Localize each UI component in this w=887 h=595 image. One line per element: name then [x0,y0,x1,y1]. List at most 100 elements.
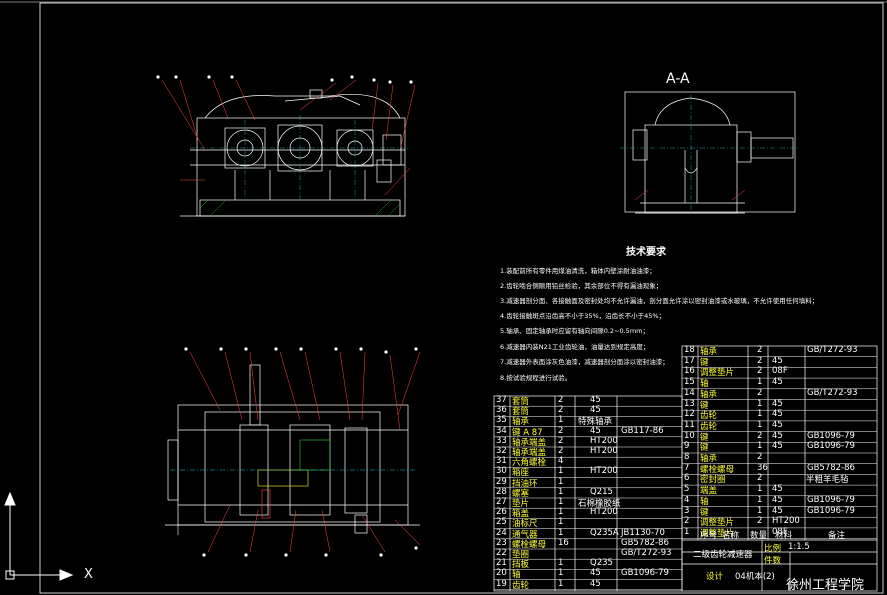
bom-cell-no: 7 [684,462,690,473]
bom-cell-name: 通气器 [512,529,538,540]
bom-cell-qty: 1 [757,419,763,430]
bom-cell-name: 轴承 [512,417,530,428]
scale-value: 1:1.5 [788,542,810,552]
bom-cell-std: GB117-86 [621,425,664,436]
bom-cell-name: 轴承 [700,347,718,357]
bom-cell-no: 26 [496,507,507,518]
bom-cell-no: 10 [684,430,695,441]
bom-cell-qty: 1 [558,497,564,507]
bom-cell-qty: 1 [558,476,564,487]
bom-cell-std: GB1096-79 [807,441,855,452]
sheet-border [39,2,884,594]
bom-cell-name: 调整垫片 [700,368,735,379]
bom-cell-qty: 1 [757,505,763,516]
part-balloon [372,78,376,82]
bom-cell-qty: 1 [558,578,564,589]
bom-cell-name: 密封圈 [700,475,726,486]
bom-cell-std: GB5782-86 [807,462,855,473]
bom-cell-name: 轴承端盖 [512,437,547,448]
bom-cell-qty: 1 [558,517,564,528]
bom-cell-mat: 45 [772,355,783,366]
note-item: 4.齿轮接触斑点沿齿高不小于35%，沿齿长不小于45%； [500,312,666,320]
bom-cell-name: 轴承端盖 [512,448,547,458]
bom-cell-qty: 2 [757,387,763,398]
bom-cell-std: GB1096-79 [807,494,855,505]
part-balloon [409,80,413,84]
bom-cell-no: 17 [684,355,695,366]
bom-cell-name: 调整垫片 [700,518,735,529]
bom-cell-mat: 45 [772,505,783,516]
part-balloon [379,553,383,557]
part-balloon [156,75,160,79]
bom-cell-no: 37 [496,395,507,405]
bom-cell-name: 轴承 [700,389,718,400]
bom-cell-mat: HT200 [590,435,618,446]
bom-cell-no: 30 [496,466,507,477]
drawing-name: 二级齿轮减速器 [693,550,753,560]
bom-cell-qty: 2 [558,405,564,416]
bom-cell-no: 20 [496,568,507,579]
bom-cell-no: 23 [496,537,507,548]
scale-label: 比例 [764,544,782,554]
bom-cell-no: 25 [496,517,507,528]
bom-cell-qty: 1 [757,494,763,505]
bom-cell-name: 垫片 [512,499,530,509]
bom-cell-no: 2 [684,516,690,527]
bom-cell-name: 端盖 [700,486,718,497]
bom-cell-mat: 45 [590,425,601,436]
bom-cell-name: 轴 [700,496,709,507]
part-balloon [359,347,363,351]
bom-cell-qty: 1 [558,527,564,538]
bom-cell-no: 6 [684,473,690,484]
bom-cell-std: GB5782-86 [621,537,669,548]
bom-cell-qty: 2 [757,473,763,484]
part-balloon [414,347,418,351]
bom-cell-name: 箱座 [512,468,530,479]
bom-cell-extra: 半粗羊毛毡 [806,475,849,486]
bom-cell-name: 键 [700,432,709,443]
part-balloon [274,347,278,351]
bom-cell-qty: 1 [558,507,564,518]
bom-cell-std: JB1130-70 [621,527,665,538]
bom-cell-no: 18 [684,345,695,355]
note-item: 8.按试验规程进行试验。 [500,374,572,382]
section-label-aa: A-A [666,71,690,87]
bom-cell-mat: 45 [590,578,601,589]
bom-cell-name: 油标尺 [512,519,538,530]
bom-cell-mat: HT200 [590,507,618,518]
bom-cell-std: GB1096-79 [807,505,855,516]
bom-cell-mat: 45 [772,377,783,388]
side-view-hatch [634,189,746,201]
bom-cell-extra: 特殊轴承 [578,417,613,428]
part-balloon [414,546,418,550]
bom-header-name: 名称 [722,531,740,541]
bom-cell-mat: Q235A [590,527,619,538]
top-view-colored [170,439,415,519]
bom-cell-mat: Q235 [590,558,613,569]
bom-cell-mat: 08F [772,366,788,377]
bom-header-no: 序号 [700,531,718,541]
part-balloon [388,80,392,84]
bom-cell-qty: 2 [757,366,763,377]
bom-cell-qty: 1 [558,415,564,426]
bom-cell-no: 24 [496,527,507,538]
bom-cell-mat: 45 [590,405,601,416]
bom-grid [493,345,878,592]
bom-cell-no: 3 [684,505,690,516]
bom-cell-no: 19 [496,578,507,589]
bom-cell-no: 32 [496,446,507,456]
ucs-x-label: X [84,567,93,582]
bom-cell-no: 29 [496,476,507,487]
bom-cell-qty: 2 [558,425,564,436]
bom-cell-mat: HT200 [590,466,618,477]
bom-header-material: 材料 [775,531,793,541]
bom-cell-qty: 2 [558,435,564,446]
bom-cell-no: 8 [684,452,690,462]
part-balloon [384,350,388,354]
bom-cell-qty: 2 [757,430,763,441]
bom-cell-name: 挡板 [512,560,530,571]
bom-cell-qty: 1 [558,568,564,579]
ucs-icon [4,491,74,581]
